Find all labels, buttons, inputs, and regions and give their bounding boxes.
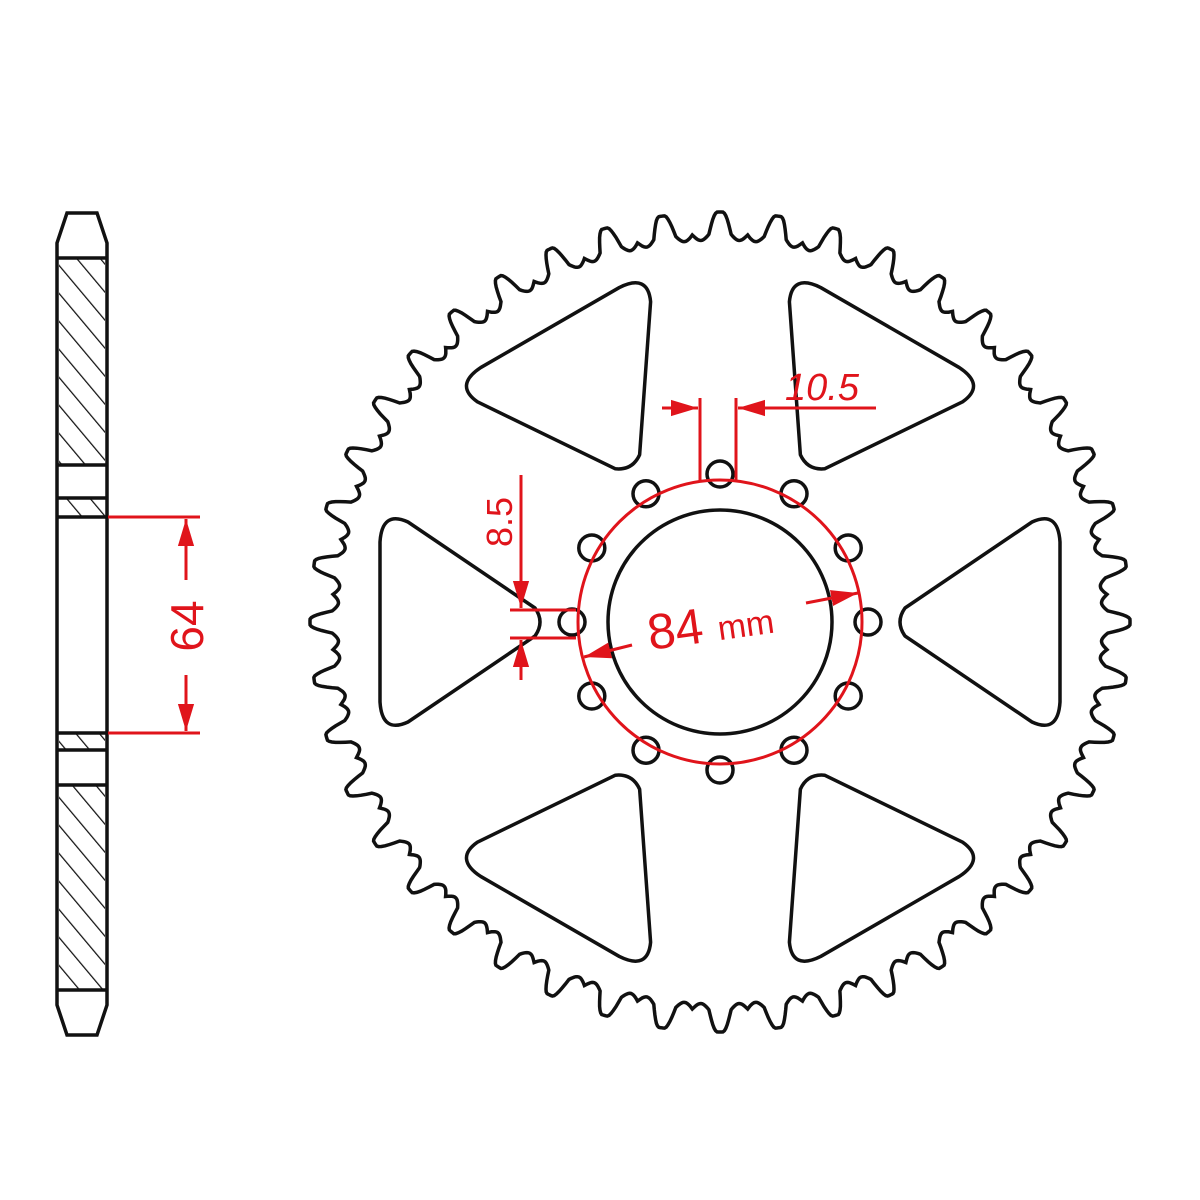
dimension-64	[108, 515, 200, 735]
cutout	[464, 773, 653, 963]
bolt-hole	[833, 533, 863, 563]
pcd-value-label: 84	[644, 598, 707, 661]
bolt-hole	[577, 681, 607, 711]
bolt-hole	[631, 479, 661, 509]
center-bore	[606, 508, 834, 736]
hatch-lower	[59, 785, 105, 990]
bolt-hole	[779, 735, 809, 765]
hatch-upper-strip	[59, 498, 105, 517]
hatch-lower-strip	[59, 733, 105, 750]
bolt-hole	[631, 735, 661, 765]
bolt-hole	[577, 533, 607, 563]
dimension-8-5-label: 8.5	[479, 497, 520, 547]
front-dimensions	[510, 398, 876, 766]
sprocket-teeth-outline	[308, 210, 1132, 1034]
cutout	[787, 281, 976, 471]
pcd-unit-label: mm	[715, 603, 776, 649]
cutout	[464, 281, 653, 471]
side-view	[55, 211, 109, 1037]
pitch-circle	[576, 478, 864, 766]
bolt-hole	[557, 607, 587, 637]
cutout	[787, 773, 976, 963]
cutouts	[378, 281, 1062, 963]
bolt-hole	[705, 459, 735, 489]
bolt-hole	[833, 681, 863, 711]
bolt-hole	[779, 479, 809, 509]
dimension-64-label: 64	[161, 600, 213, 651]
cutout	[898, 517, 1062, 727]
bolt-hole	[853, 607, 883, 637]
bolt-hole	[705, 755, 735, 785]
hatch-upper	[59, 258, 105, 465]
dimension-10-5-label: 10.5	[785, 367, 860, 409]
cutout	[378, 517, 542, 727]
